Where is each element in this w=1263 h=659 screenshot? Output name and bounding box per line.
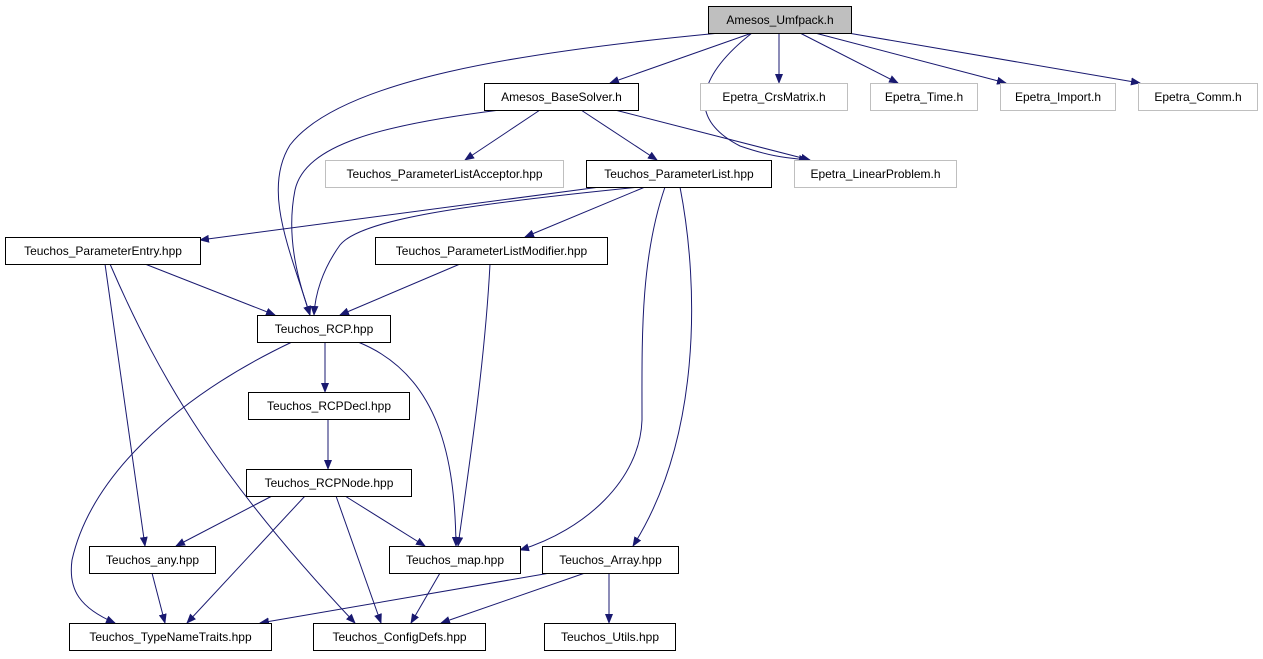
node-teuchos_any[interactable]: Teuchos_any.hpp xyxy=(89,546,216,574)
node-label-teuchos_rcpdecl: Teuchos_RCPDecl.hpp xyxy=(267,399,391,413)
node-label-teuchos_parameterlistacceptor: Teuchos_ParameterListAcceptor.hpp xyxy=(346,167,542,181)
node-label-epetra_time: Epetra_Time.h xyxy=(885,90,963,104)
edge-amesos_umfpack-to-epetra_time xyxy=(799,32,899,84)
edge-teuchos_array-to-teuchos_configdefs xyxy=(440,572,586,624)
edge-teuchos_array-to-teuchos_typenametraits xyxy=(259,572,551,626)
node-teuchos_parameterlistmodifier[interactable]: Teuchos_ParameterListModifier.hpp xyxy=(375,237,608,265)
node-box-teuchos_parameterlist xyxy=(586,160,772,188)
node-box-epetra_linearproblem xyxy=(794,160,957,188)
edge-teuchos_rcpnode-to-teuchos_any xyxy=(175,495,273,547)
edges-layer xyxy=(70,32,1141,626)
node-box-teuchos_typenametraits xyxy=(69,623,272,651)
node-teuchos_parameterlistacceptor: Teuchos_ParameterListAcceptor.hpp xyxy=(325,160,564,188)
node-box-epetra_time xyxy=(870,83,978,111)
node-label-teuchos_rcp: Teuchos_RCP.hpp xyxy=(275,322,374,336)
edge-teuchos_parameterentry-to-teuchos_configdefs xyxy=(109,263,356,624)
edge-teuchos_parameterlist-to-teuchos_array xyxy=(632,186,693,547)
node-box-epetra_crsmatrix xyxy=(700,83,848,111)
node-label-epetra_comm: Epetra_Comm.h xyxy=(1154,90,1241,104)
node-box-teuchos_parameterlistacceptor xyxy=(325,160,564,188)
node-teuchos_rcp[interactable]: Teuchos_RCP.hpp xyxy=(257,315,391,343)
node-box-teuchos_rcpnode xyxy=(246,469,412,497)
node-box-teuchos_any xyxy=(89,546,216,574)
node-label-teuchos_parameterentry: Teuchos_ParameterEntry.hpp xyxy=(24,244,182,258)
node-box-teuchos_utils xyxy=(544,623,676,651)
edge-teuchos_rcpnode-to-teuchos_configdefs xyxy=(335,495,382,624)
node-label-amesos_basesolver: Amesos_BaseSolver.h xyxy=(501,90,622,104)
node-label-amesos_umfpack: Amesos_Umfpack.h xyxy=(726,13,833,27)
node-label-teuchos_rcpnode: Teuchos_RCPNode.hpp xyxy=(265,476,394,490)
node-teuchos_typenametraits[interactable]: Teuchos_TypeNameTraits.hpp xyxy=(69,623,272,651)
edge-amesos_basesolver-to-teuchos_parameterlistacceptor xyxy=(464,109,541,161)
edge-teuchos_parameterentry-to-teuchos_any xyxy=(104,263,148,547)
node-box-teuchos_configdefs xyxy=(313,623,486,651)
edge-teuchos_map-to-teuchos_configdefs xyxy=(410,572,441,624)
edge-teuchos_parameterlistmodifier-to-teuchos_rcp xyxy=(339,263,461,316)
node-teuchos_rcpdecl[interactable]: Teuchos_RCPDecl.hpp xyxy=(248,392,410,420)
node-label-epetra_import: Epetra_Import.h xyxy=(1015,90,1101,104)
edge-teuchos_parameterlist-to-teuchos_parameterentry xyxy=(199,186,601,243)
node-box-teuchos_rcp xyxy=(257,315,391,343)
edge-amesos_basesolver-to-teuchos_rcp xyxy=(291,109,501,316)
edge-amesos_umfpack-to-epetra_import xyxy=(814,32,1007,85)
node-box-amesos_umfpack xyxy=(708,6,852,34)
node-epetra_crsmatrix: Epetra_CrsMatrix.h xyxy=(700,83,848,111)
node-epetra_comm: Epetra_Comm.h xyxy=(1138,83,1258,111)
node-label-teuchos_any: Teuchos_any.hpp xyxy=(106,553,200,567)
node-teuchos_utils[interactable]: Teuchos_Utils.hpp xyxy=(544,623,676,651)
node-teuchos_parameterlist[interactable]: Teuchos_ParameterList.hpp xyxy=(586,160,772,188)
edge-amesos_basesolver-to-epetra_linearproblem xyxy=(614,109,811,162)
edge-amesos_umfpack-to-epetra_linearproblem xyxy=(704,32,809,163)
node-box-amesos_basesolver xyxy=(484,83,639,111)
node-label-epetra_crsmatrix: Epetra_CrsMatrix.h xyxy=(722,90,825,104)
edge-teuchos_parameterentry-to-teuchos_rcp xyxy=(144,263,276,316)
node-box-teuchos_parameterentry xyxy=(5,237,201,265)
node-label-teuchos_typenametraits: Teuchos_TypeNameTraits.hpp xyxy=(89,630,252,644)
node-box-teuchos_array xyxy=(542,546,679,574)
edge-teuchos_parameterlist-to-teuchos_parameterlistmodifier xyxy=(524,186,646,238)
edge-amesos_umfpack-to-teuchos_rcp xyxy=(277,32,721,316)
node-box-teuchos_rcpdecl xyxy=(248,392,410,420)
node-amesos_umfpack[interactable]: Amesos_Umfpack.h xyxy=(708,6,852,34)
node-teuchos_configdefs[interactable]: Teuchos_ConfigDefs.hpp xyxy=(313,623,486,651)
node-box-teuchos_map xyxy=(389,546,521,574)
node-teuchos_array[interactable]: Teuchos_Array.hpp xyxy=(542,546,679,574)
node-label-epetra_linearproblem: Epetra_LinearProblem.h xyxy=(810,167,940,181)
edge-teuchos_parameterlistmodifier-to-teuchos_map xyxy=(455,263,491,547)
edge-teuchos_parameterlist-to-teuchos_rcp xyxy=(310,186,641,316)
edge-amesos_umfpack-to-epetra_comm xyxy=(847,32,1141,86)
node-label-teuchos_parameterlist: Teuchos_ParameterList.hpp xyxy=(604,167,754,181)
node-label-teuchos_map: Teuchos_map.hpp xyxy=(406,553,504,567)
node-label-teuchos_utils: Teuchos_Utils.hpp xyxy=(561,630,659,644)
node-box-epetra_import xyxy=(1000,83,1116,111)
edge-amesos_umfpack-to-amesos_basesolver xyxy=(609,32,753,84)
edge-amesos_basesolver-to-teuchos_parameterlist xyxy=(580,109,658,161)
edge-teuchos_parameterlist-to-teuchos_map xyxy=(519,186,666,552)
node-epetra_linearproblem: Epetra_LinearProblem.h xyxy=(794,160,957,188)
edge-teuchos_rcp-to-teuchos_map xyxy=(357,341,460,547)
node-teuchos_rcpnode[interactable]: Teuchos_RCPNode.hpp xyxy=(246,469,412,497)
node-epetra_import: Epetra_Import.h xyxy=(1000,83,1116,111)
edge-teuchos_rcpnode-to-teuchos_typenametraits xyxy=(186,495,306,624)
node-label-teuchos_parameterlistmodifier: Teuchos_ParameterListModifier.hpp xyxy=(396,244,588,258)
edge-teuchos_rcpnode-to-teuchos_map xyxy=(344,495,426,547)
edge-teuchos_rcp-to-teuchos_typenametraits xyxy=(70,341,293,624)
node-teuchos_map[interactable]: Teuchos_map.hpp xyxy=(389,546,521,574)
node-label-teuchos_array: Teuchos_Array.hpp xyxy=(559,553,662,567)
node-amesos_basesolver[interactable]: Amesos_BaseSolver.h xyxy=(484,83,639,111)
node-box-teuchos_parameterlistmodifier xyxy=(375,237,608,265)
node-label-teuchos_configdefs: Teuchos_ConfigDefs.hpp xyxy=(332,630,466,644)
node-box-epetra_comm xyxy=(1138,83,1258,111)
node-teuchos_parameterentry[interactable]: Teuchos_ParameterEntry.hpp xyxy=(5,237,201,265)
edge-teuchos_any-to-teuchos_typenametraits xyxy=(151,572,167,624)
node-epetra_time: Epetra_Time.h xyxy=(870,83,978,111)
